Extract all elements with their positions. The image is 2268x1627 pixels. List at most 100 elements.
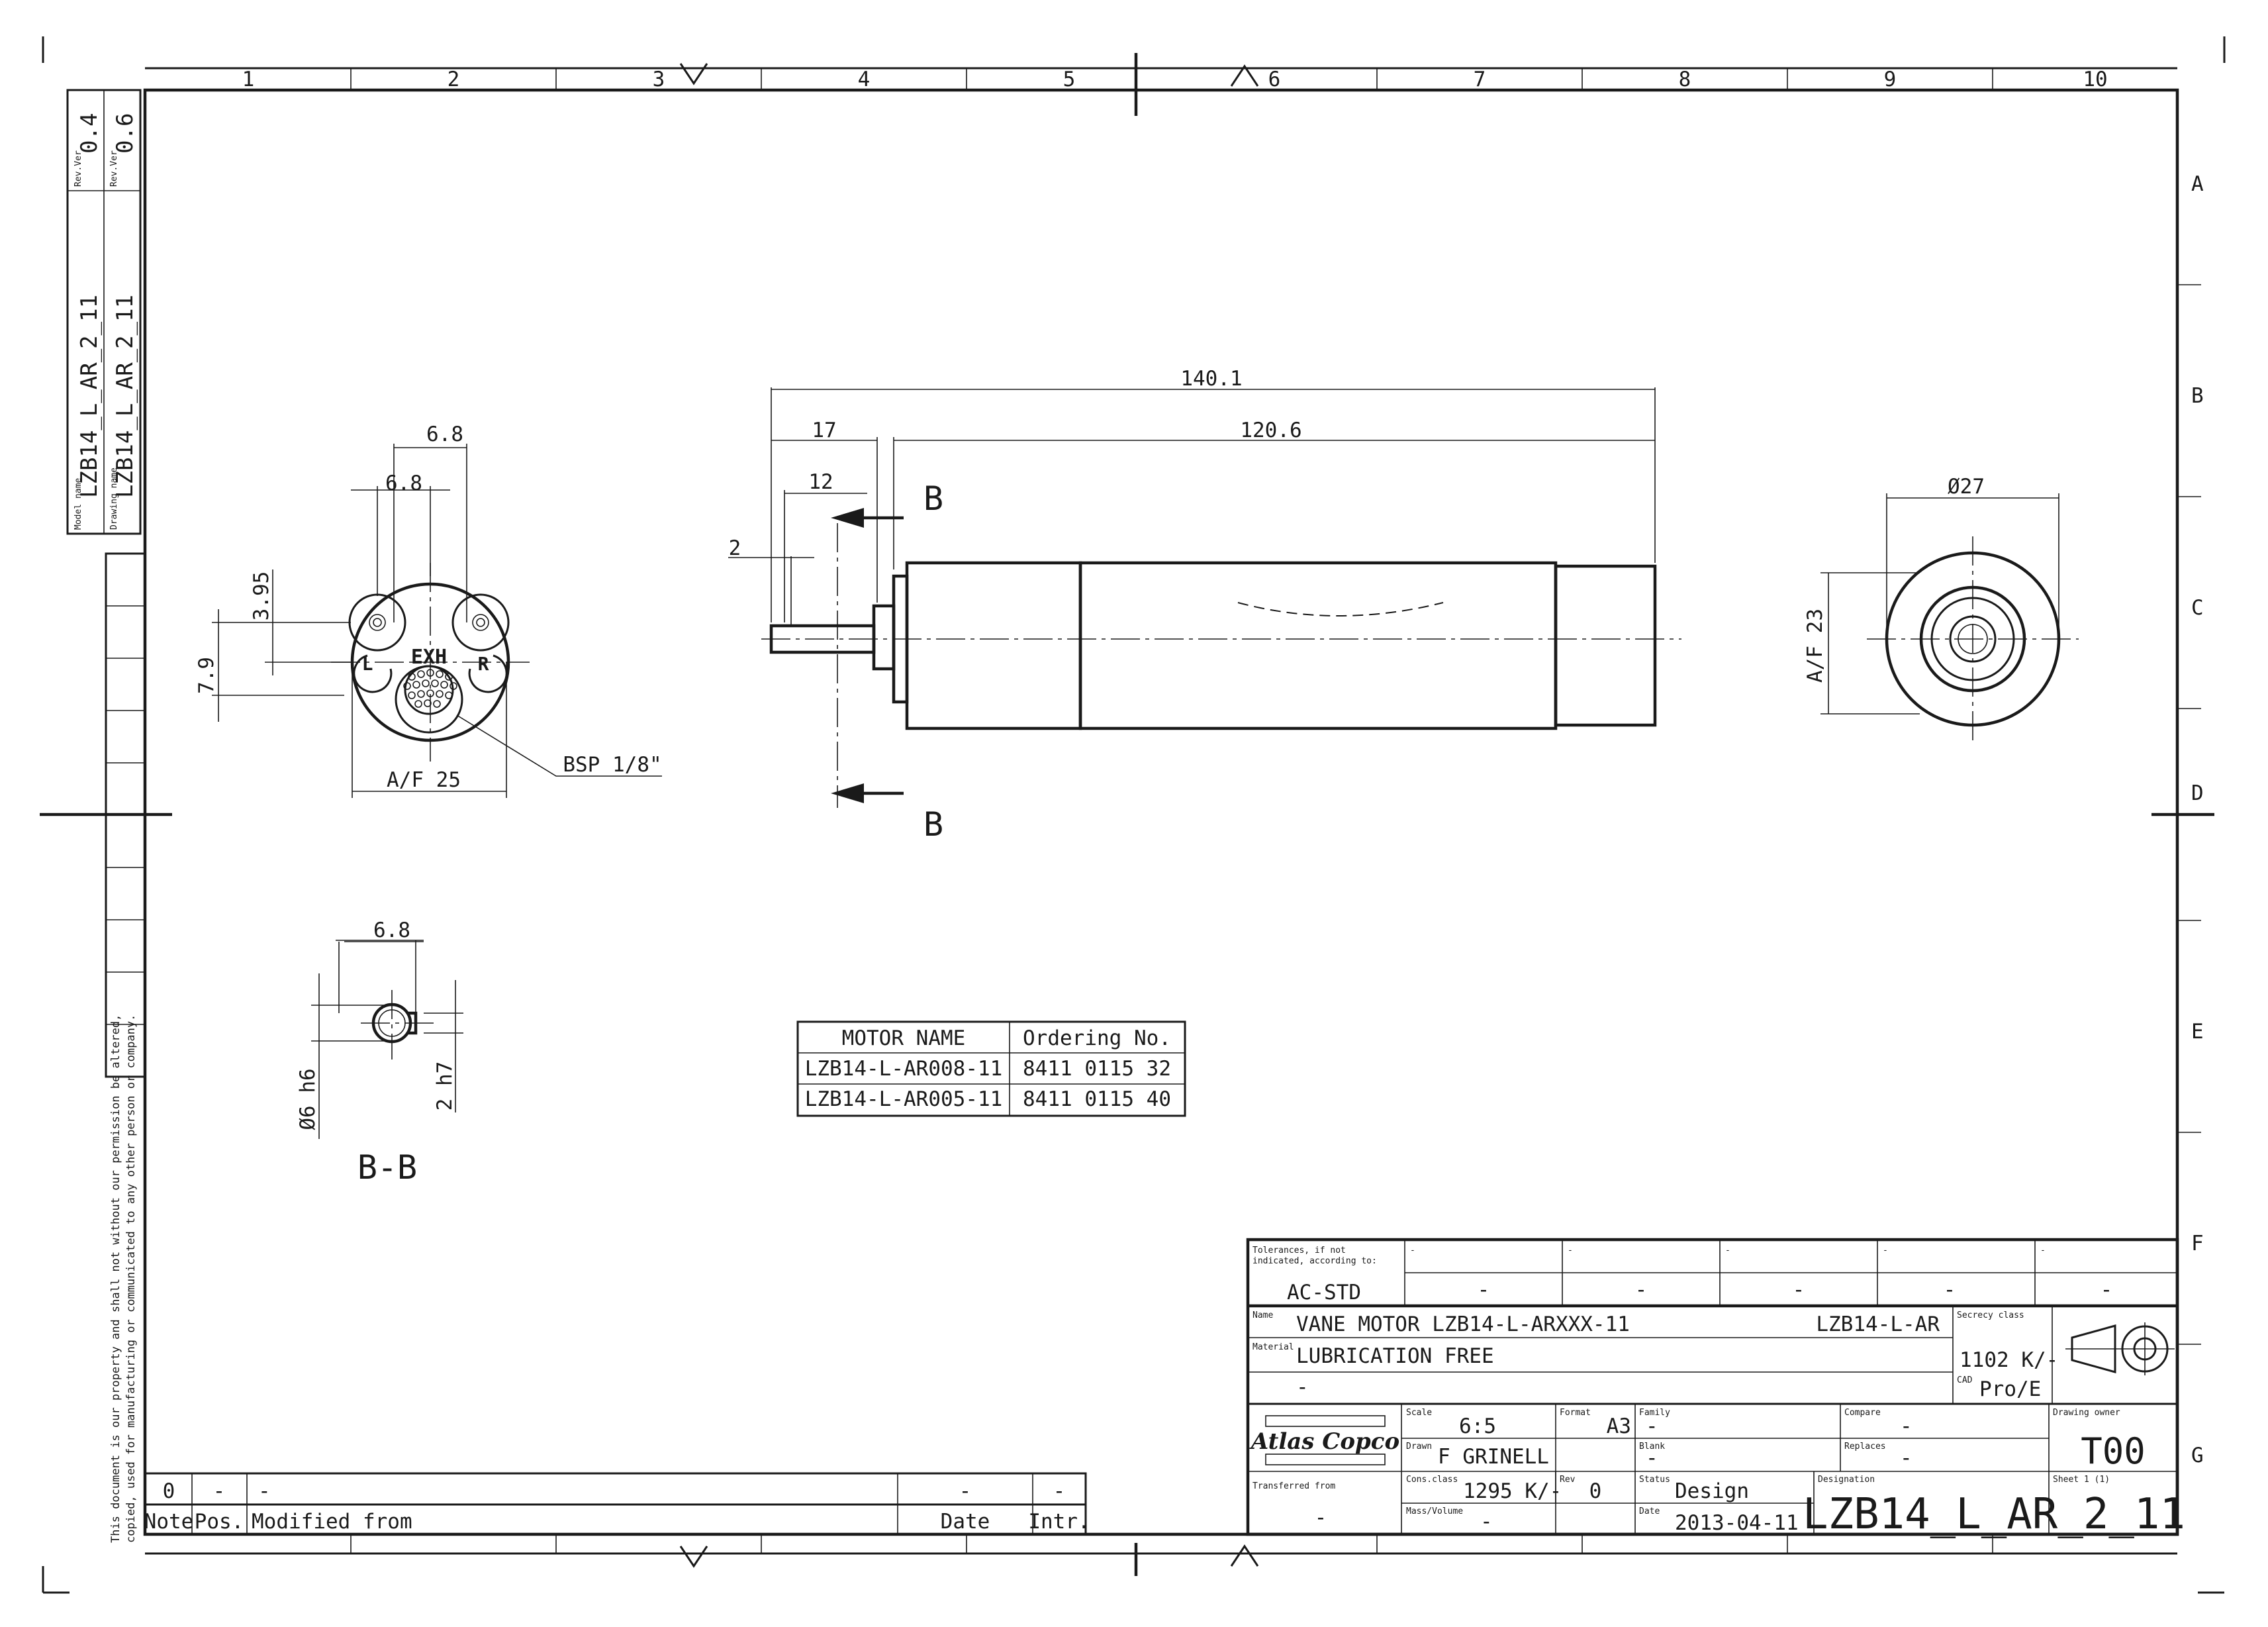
column-label: 5 xyxy=(1063,68,1076,91)
date-label: Date xyxy=(1639,1506,1660,1516)
secrecy-label: Secrecy class xyxy=(1957,1310,2024,1320)
dim-2: 2 xyxy=(729,536,741,560)
blank-label: Blank xyxy=(1639,1442,1665,1452)
status-label: Status xyxy=(1639,1475,1670,1485)
company-logo-text: Atlas Copco xyxy=(1249,1428,1399,1455)
drawn-label: Drawn xyxy=(1406,1442,1432,1452)
scale-label: Scale xyxy=(1406,1408,1432,1418)
column-label: 1 xyxy=(242,68,255,91)
format-label: Format xyxy=(1560,1408,1591,1418)
dim-end-diameter: Ø27 xyxy=(1948,475,1985,499)
mass-label: Mass/Volume xyxy=(1406,1506,1463,1516)
section-mark-bottom: B xyxy=(923,805,943,844)
revision-header-pos: Pos. xyxy=(195,1510,244,1534)
dim-front-mid: 6.8 xyxy=(385,471,422,495)
copyright-line: copied, used for manufacturing or commun… xyxy=(124,1014,138,1543)
blank: - xyxy=(1646,1446,1658,1470)
scale: 6:5 xyxy=(1459,1414,1496,1438)
column-label: 9 xyxy=(1884,68,1897,91)
tolerance-cell: - xyxy=(1944,1278,1956,1302)
status: Design xyxy=(1675,1479,1749,1503)
projection-symbol-icon xyxy=(2065,1322,2175,1375)
model-name: LZB14_L_AR_2_11 xyxy=(76,295,103,498)
column-label: 2 xyxy=(448,68,460,91)
tolerance-standard: AC-STD xyxy=(1287,1281,1361,1305)
cons-class-label: Cons.class xyxy=(1406,1475,1458,1485)
row-label: E xyxy=(2191,1020,2204,1044)
material: LUBRICATION FREE xyxy=(1296,1344,1494,1368)
zone-row-labels: A B C D E F G xyxy=(2191,172,2204,1467)
rev-ver-label: Rev.Ver xyxy=(73,150,83,187)
mass: - xyxy=(1480,1510,1493,1534)
end-view: Ø27 A/F 23 xyxy=(1803,475,2079,742)
transferred-from: - xyxy=(1315,1506,1327,1530)
replaces-label: Replaces xyxy=(1844,1442,1886,1452)
cad-label: CAD xyxy=(1957,1375,1973,1385)
row-label: B xyxy=(2191,384,2204,408)
part-code: LZB14-L-AR xyxy=(1816,1312,1940,1336)
compare-label: Compare xyxy=(1844,1408,1881,1418)
motor-table-header: Ordering No. xyxy=(1023,1026,1171,1050)
section-bb-label: B-B xyxy=(357,1148,417,1187)
revision-header-intr: Intr. xyxy=(1028,1510,1090,1534)
revision-intr: - xyxy=(1053,1479,1066,1503)
row-label: C xyxy=(2191,596,2204,620)
revision-header-note: Note xyxy=(144,1510,194,1534)
compare: - xyxy=(1900,1414,1913,1438)
motor-table: MOTOR NAME Ordering No. LZB14-L-AR008-11… xyxy=(796,1020,1186,1117)
family: - xyxy=(1646,1414,1658,1438)
dim-17: 17 xyxy=(812,419,836,442)
tolerance-cell: - xyxy=(1568,1246,1573,1256)
rev-ver-label: Rev.Ver xyxy=(109,150,119,187)
rev-ver-value: 0.4 xyxy=(76,113,103,154)
drawing-date: 2013-04-11 xyxy=(1675,1511,1799,1535)
cons-class: 1295 K/- xyxy=(1463,1479,1562,1503)
revision-note: 0 xyxy=(163,1479,175,1503)
zone-column-labels: 1 2 3 4 5 6 7 8 9 10 xyxy=(242,68,2108,91)
dim-front-v1: 3.95 xyxy=(250,571,273,621)
side-view: 140.1 120.6 17 12 2 B B xyxy=(728,367,1681,844)
revision-modified: - xyxy=(258,1479,271,1503)
revision-pos: - xyxy=(213,1479,226,1503)
name-label: Name xyxy=(1252,1310,1273,1320)
copyright-note: This document is our property and shall … xyxy=(109,1014,138,1543)
replaces: - xyxy=(1900,1446,1913,1470)
dim-overall-length: 140.1 xyxy=(1180,367,1242,391)
dim-shaft-diameter: Ø6 h6 xyxy=(296,1068,320,1130)
section-mark-top: B xyxy=(923,479,943,518)
rev-ver-value: 0.6 xyxy=(112,113,138,154)
row-label: D xyxy=(2191,781,2204,805)
drawn-by: F GRINELL xyxy=(1438,1445,1549,1469)
dim-front-v2: 7.9 xyxy=(195,657,218,694)
row-label: G xyxy=(2191,1444,2204,1467)
title-block: Tolerances, if not indicated, according … xyxy=(1246,1238,2185,1539)
motor-table-cell: 8411 0115 32 xyxy=(1023,1057,1171,1081)
tolerance-cell: - xyxy=(1635,1278,1648,1302)
motor-table-cell: LZB14-L-AR005-11 xyxy=(805,1087,1003,1111)
corner-marks xyxy=(42,36,2226,1594)
revision-date: - xyxy=(959,1479,972,1503)
column-label: 3 xyxy=(653,68,665,91)
tolerance-cell: - xyxy=(2040,1246,2046,1256)
revision-header-modified: Modified from xyxy=(252,1510,412,1534)
part-name: VANE MOTOR LZB14-L-ARXXX-11 xyxy=(1296,1312,1630,1336)
revision: 0 xyxy=(1589,1479,1602,1503)
dim-12: 12 xyxy=(808,470,833,494)
company-logo: Atlas Copco xyxy=(1249,1415,1399,1465)
dim-body-length: 120.6 xyxy=(1240,419,1301,442)
column-label: 4 xyxy=(858,68,871,91)
port-label-r: R xyxy=(478,653,489,675)
dim-front-bottom: A/F 25 xyxy=(387,768,461,792)
tolerance-cell: - xyxy=(2101,1278,2113,1302)
tolerance-label: indicated, according to: xyxy=(1252,1256,1377,1266)
dim-key: 2 h7 xyxy=(433,1061,457,1111)
column-label: 8 xyxy=(1679,68,1691,91)
drawing-owner-label: Drawing owner xyxy=(2053,1408,2120,1418)
section-bb-view: 6.8 Ø6 h6 2 h7 B-B xyxy=(296,918,463,1187)
dim-section-width: 6.8 xyxy=(373,918,410,942)
revision-header-date: Date xyxy=(941,1510,990,1534)
family-label: Family xyxy=(1639,1408,1670,1418)
dim-end-af: A/F 23 xyxy=(1803,609,1827,683)
drawing-owner: T00 xyxy=(2081,1430,2146,1472)
